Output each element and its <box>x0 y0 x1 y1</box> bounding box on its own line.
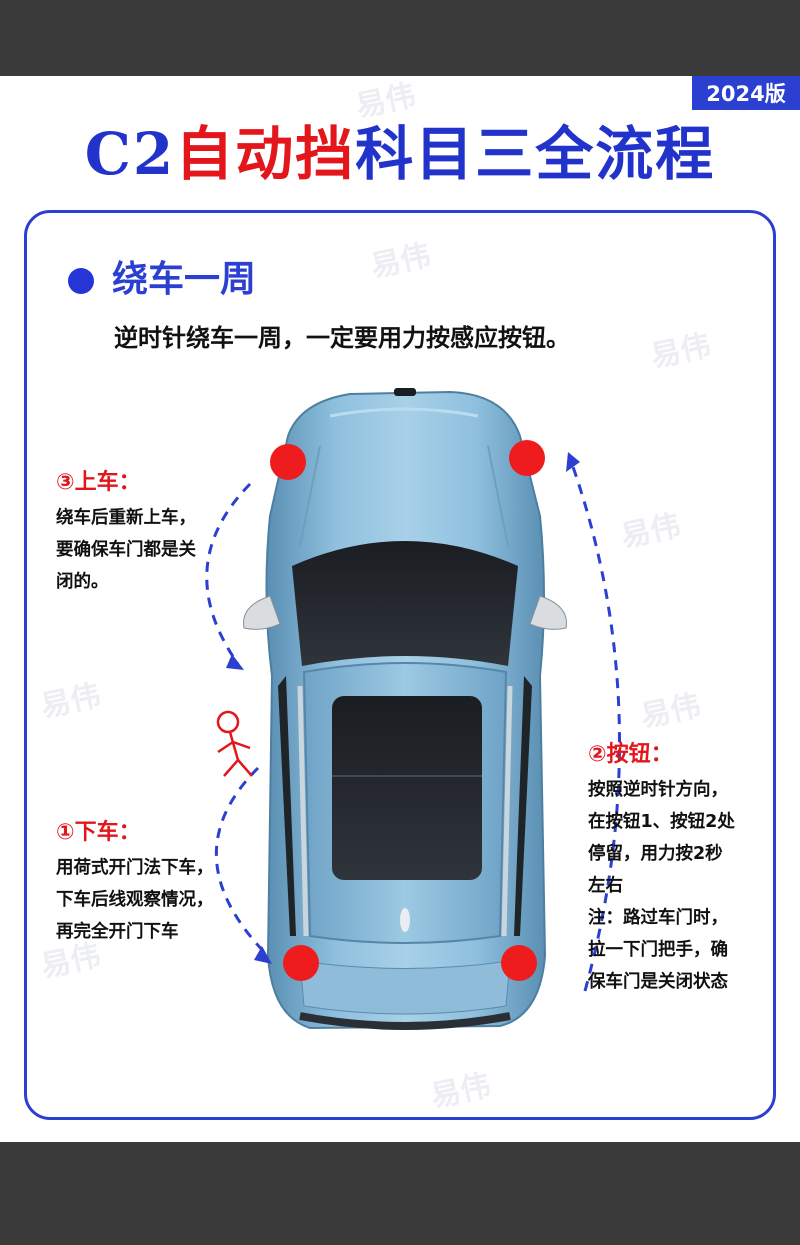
step-button-heading: ②按钮： <box>588 742 673 767</box>
step-text-line: 按照逆时针方向， <box>588 780 728 800</box>
step-text-line: 闭的。 <box>56 572 109 592</box>
car-top-view <box>243 388 567 1030</box>
step-getting-on-heading: ③上车： <box>56 470 141 495</box>
step-text-line: 再完全开门下车 <box>56 922 179 942</box>
step-text-line: 要确保车门都是关 <box>56 540 196 560</box>
title-part-subject: 科目三全流程 <box>355 120 716 188</box>
step-text-line: 左右 <box>588 876 623 896</box>
step-text-line: 下车后线观察情况， <box>56 890 214 910</box>
section-bullet-dot <box>68 268 94 294</box>
marker-rear-left <box>283 945 319 981</box>
path-arrows <box>205 463 622 992</box>
title-part-c2: C2 <box>84 120 176 188</box>
step-text-line: 注：路过车门时， <box>588 908 728 928</box>
arrow-heads <box>226 452 580 964</box>
step-text-line: 停留，用力按2秒 <box>588 844 723 864</box>
bottom-dark-bar <box>0 1142 800 1245</box>
year-badge: 2024版 <box>692 76 800 110</box>
section-title: 绕车一周 <box>112 259 257 300</box>
step-getting-on-body: 绕车后重新上车， 要确保车门都是关 闭的。 <box>56 502 196 598</box>
step-getting-off-heading: ①下车： <box>56 820 141 845</box>
step-getting-off-body: 用荷式开门法下车， 下车后线观察情况， 再完全开门下车 <box>56 852 214 948</box>
page-title: C2自动挡科目三全流程 <box>0 114 800 194</box>
top-dark-bar <box>0 0 800 76</box>
marker-front-left <box>270 444 306 480</box>
section-subtitle: 逆时针绕车一周，一定要用力按感应按钮。 <box>114 324 570 352</box>
car-diagram <box>205 388 622 1030</box>
marker-rear-right <box>501 945 537 981</box>
step-text-line: 用荷式开门法下车， <box>56 858 214 878</box>
step-text-line: 拉一下门把手，确 <box>588 940 728 960</box>
step-text-line: 保车门是关闭状态 <box>588 972 728 992</box>
step-text-line: 绕车后重新上车， <box>56 508 196 528</box>
step-button-body: 按照逆时针方向， 在按钮1、按钮2处 停留，用力按2秒 左右 注：路过车门时， … <box>588 774 735 998</box>
walking-person-icon <box>216 710 253 777</box>
marker-front-right <box>509 440 545 476</box>
title-part-auto: 自动挡 <box>175 120 356 188</box>
step-text-line: 在按钮1、按钮2处 <box>588 812 735 832</box>
